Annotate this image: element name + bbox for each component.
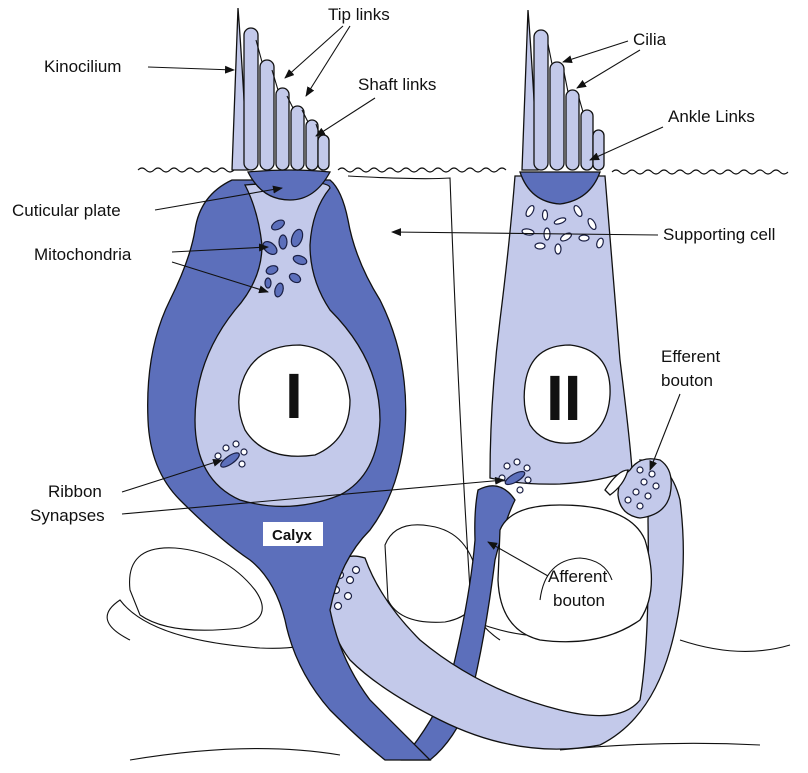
label-ribbon-line1: Ribbon (48, 482, 102, 501)
label-supporting-cell: Supporting cell (663, 225, 775, 244)
label-calyx: Calyx (272, 527, 313, 544)
label-cilia: Cilia (633, 30, 667, 49)
label-ribbon-line2: Synapses (30, 506, 105, 525)
type-i-stereocilia (232, 8, 329, 170)
label-efferent-bouton-line1: Efferent (661, 347, 721, 366)
label-ankle-links: Ankle Links (668, 107, 755, 126)
label-afferent-bouton-line2: bouton (553, 591, 605, 610)
label-mitochondria: Mitochondria (34, 245, 132, 264)
type-ii-stereocilia (522, 10, 604, 170)
label-tip-links: Tip links (328, 5, 390, 24)
label-kinocilium: Kinocilium (44, 57, 121, 76)
label-cuticular-plate: Cuticular plate (12, 201, 121, 220)
label-afferent-bouton-line1: Afferent (548, 567, 608, 586)
label-shaft-links: Shaft links (358, 75, 436, 94)
label-type-i: I (285, 360, 303, 432)
label-efferent-bouton-line2: bouton (661, 371, 713, 390)
label-type-ii: II (546, 362, 582, 434)
